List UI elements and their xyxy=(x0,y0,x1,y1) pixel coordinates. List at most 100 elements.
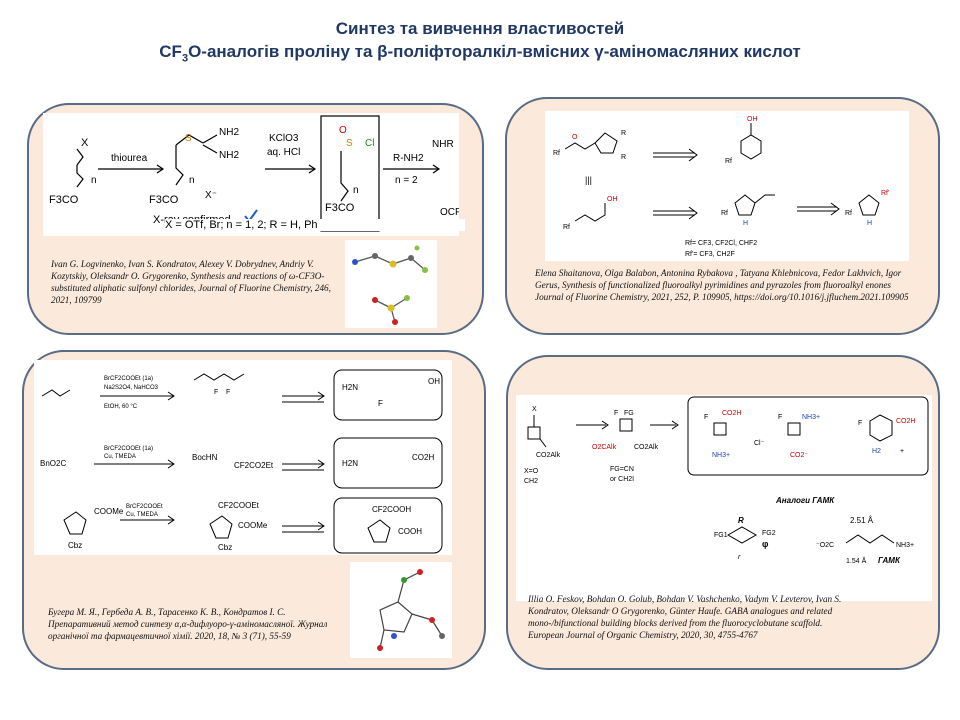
p2-triple-line: ||| xyxy=(585,175,592,185)
p2-r-2: R xyxy=(621,154,626,161)
p4-x-def1: X=O xyxy=(524,468,539,475)
p4-nh3-2: NH3+ xyxy=(802,414,820,421)
p4-co2alk-1: CO2Alk xyxy=(536,452,561,459)
scheme-sulfonyl: X n F3CO thiourea S NH2 NH2 n F3CO X⁻ KC… xyxy=(43,113,467,236)
p3-r3-prod1: CF2COOH xyxy=(372,505,411,514)
label-f3co-1: F3CO xyxy=(49,194,79,206)
p2-rf-2: Rf xyxy=(725,158,732,165)
p2-rf-def2: Rf'= CF3, CH2F xyxy=(685,251,735,258)
p2-oh-1: OH xyxy=(747,116,758,123)
p3-r2-mid2: CF2CO2Et xyxy=(234,461,274,470)
p4-fg-1: FG xyxy=(624,410,634,417)
p4-f-1: F xyxy=(614,410,618,417)
p4-fg-def2: or CH2I xyxy=(610,476,634,483)
reaction-scheme-2: Rf O R R OH Rf ||| OH Rf Rf H Rf Rf' H R… xyxy=(553,116,889,258)
label-o: O xyxy=(339,125,347,136)
title-cf: CF xyxy=(159,42,182,61)
xray-structure-image xyxy=(345,240,437,328)
title-line-1: Синтез та вивчення властивостей xyxy=(335,19,625,38)
p4-nh2: H2 xyxy=(872,448,881,455)
label-n-3: n xyxy=(353,185,359,196)
label-n: n xyxy=(91,175,97,186)
label-nhr: NHR xyxy=(432,139,454,150)
p3-r1-reag1: BrCF2COOEt (1a) xyxy=(104,376,153,382)
p3-r2-prod-b: CO2H xyxy=(412,453,434,462)
p2-r-1: R xyxy=(621,130,626,137)
p3-r3-mid1: CF2COOEt xyxy=(218,501,260,510)
p3-r2-start: BnO2C xyxy=(40,459,66,468)
p3-r2-reag2: Cu, TMEDA xyxy=(104,454,136,460)
p4-geom-fg2: FG2 xyxy=(762,530,776,537)
p3-f1: F xyxy=(214,389,218,396)
p3-f2: F xyxy=(226,389,230,396)
reagent-n2: n = 2 xyxy=(395,175,418,186)
panel-fluoroalkyl-heterocycles: Rf O R R OH Rf ||| OH Rf Rf H Rf Rf' H R… xyxy=(505,97,940,335)
panel-difluoro-gaba: BrCF2COOEt (1a) Na2S2O4, NaHCO3 EtOH, 60… xyxy=(22,350,486,670)
p4-geom-r: r xyxy=(738,554,741,561)
label-n-2: n xyxy=(189,175,195,186)
p3-prod1-oh: OH xyxy=(428,377,440,386)
label-cl: Cl xyxy=(365,138,374,149)
page-title: Синтез та вивчення властивостей CF3O-ана… xyxy=(0,18,960,70)
p2-nh-2: H xyxy=(867,220,872,227)
p4-gaba-title: Аналоги ГАМК xyxy=(775,496,835,505)
p3-r2-reag1: BrCF2COOEt (1a) xyxy=(104,446,153,452)
p3-r3-reag2: Cu, TMEDA xyxy=(126,512,158,518)
p4-geom-gaba: ГАМК xyxy=(878,556,901,565)
p4-o2calk: O2CAlk xyxy=(592,444,617,451)
p4-x-def2: CH2 xyxy=(524,478,538,485)
label-ocf3: OCF3 xyxy=(440,207,459,218)
p3-r1-reag2: Na2S2O4, NaHCO3 xyxy=(104,385,159,391)
p2-rf-1: Rf xyxy=(553,150,560,157)
scheme-difluoro: BrCF2COOEt (1a) Na2S2O4, NaHCO3 EtOH, 60… xyxy=(34,360,452,555)
p4-fg-def1: FG=CN xyxy=(610,466,634,473)
label-s-2: S xyxy=(346,138,353,149)
p4-geom-d2: 1.54 Å xyxy=(846,556,867,565)
p3-r1-reag3: EtOH, 60 °C xyxy=(104,404,138,410)
p4-geom-phi: φ xyxy=(762,539,769,549)
p3-prod1-f: F xyxy=(378,399,383,408)
label-s: S xyxy=(185,133,192,144)
reagent-kclo3: KClO3 xyxy=(269,133,299,144)
p3-r3-mid3: Cbz xyxy=(218,543,232,552)
title-sub: 3 xyxy=(181,52,189,65)
title-line-2: CF3O-аналогів проліну та β-поліфторалкіл… xyxy=(0,40,960,70)
p3-r3-mid2: COOMe xyxy=(238,521,268,530)
p2-rf-5: Rf xyxy=(845,210,852,217)
p4-nh3-1: NH3+ xyxy=(712,452,730,459)
p2-rf-3: Rf xyxy=(563,224,570,231)
p3-r3-start2: Cbz xyxy=(68,541,82,550)
p4-geom-d1: 2.51 Å xyxy=(850,516,874,525)
panel-gaba-analogues: X CO2Alk X=O CH2 F FG O2CAlk CO2Alk FG=C… xyxy=(506,355,940,670)
title-rest: O-аналогів проліну та β-поліфторалкіл-вм… xyxy=(188,42,801,61)
p4-f-2: F xyxy=(704,414,708,421)
reagent-amine: R-NH2 xyxy=(393,153,424,164)
p3-r2-prod-a: H2N xyxy=(342,459,358,468)
scheme-heterocycles: Rf O R R OH Rf ||| OH Rf Rf H Rf Rf' H R… xyxy=(545,111,909,261)
p2-rf-def1: Rf= CF3, CF2Cl, CHF2 xyxy=(685,240,757,247)
p2-nh-1: H xyxy=(743,220,748,227)
p4-f-3: F xyxy=(778,414,782,421)
p2-rf-prime: Rf' xyxy=(881,190,889,197)
reaction-scheme-1: X n F3CO thiourea S NH2 NH2 n F3CO X⁻ KC… xyxy=(49,115,467,232)
p4-co2m: CO2⁻ xyxy=(790,452,808,459)
panel-sulfonyl-chlorides: X n F3CO thiourea S NH2 NH2 n F3CO X⁻ KC… xyxy=(27,103,484,335)
label-nh2-bottom: NH2 xyxy=(219,150,239,161)
p4-co2alk-2: CO2Alk xyxy=(634,444,659,451)
label-xminus: X⁻ xyxy=(205,190,217,201)
citation-4: Illia O. Feskov, Bohdan O. Golub, Bohdan… xyxy=(528,594,842,640)
label-nh2-top: NH2 xyxy=(219,127,239,138)
label-f3co-3: F3CO xyxy=(325,202,355,214)
reaction-scheme-3: BrCF2COOEt (1a) Na2S2O4, NaHCO3 EtOH, 60… xyxy=(40,369,443,554)
citation-2: Elena Shaitanova, Olga Balabon, Antonina… xyxy=(535,268,909,302)
citation-3: Бугера М. Я., Гербеда А. В., Тарасенко К… xyxy=(48,607,328,641)
p3-r3-reag1: BrCF2COOEt xyxy=(126,504,163,510)
p4-geom-R: R xyxy=(738,516,744,525)
p4-co2h-2: CO2H xyxy=(896,418,915,425)
p3-r3-prod2: COOH xyxy=(398,527,422,536)
xray-structure-image-2 xyxy=(350,562,452,658)
reaction-scheme-4: X CO2Alk X=O CH2 F FG O2CAlk CO2Alk FG=C… xyxy=(524,396,929,565)
p4-geom-fg1: FG1 xyxy=(714,532,728,539)
p4-x: X xyxy=(532,406,537,413)
p4-geom-o2c: ⁻O2C xyxy=(816,542,834,549)
